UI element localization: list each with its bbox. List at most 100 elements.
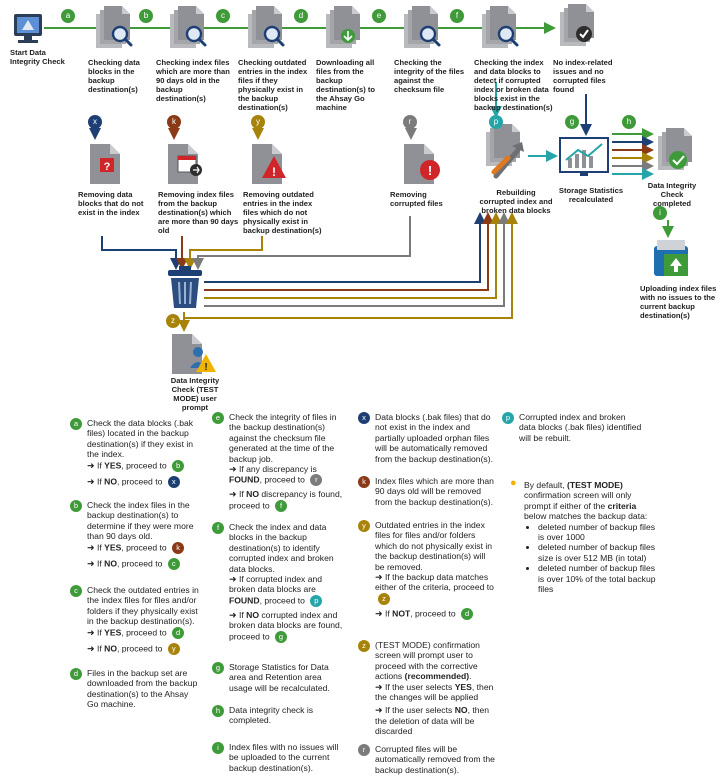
upload-index-icon bbox=[654, 240, 688, 276]
lightbulb-icon: ● bbox=[510, 477, 517, 489]
legend-badge-g: g bbox=[212, 662, 224, 674]
legend-x: x Data blocks (.bak files) that do not e… bbox=[358, 412, 496, 464]
remove-corrupted-files-icon: ! bbox=[404, 144, 440, 184]
legend-a-no: ➜ If NO, proceed to x bbox=[87, 475, 200, 488]
check-data-blocks-icon bbox=[96, 6, 133, 48]
badge-g: g bbox=[565, 115, 579, 129]
prompt-icon: ! bbox=[172, 334, 216, 374]
legend-z: z (TEST MODE) confirmation screen will p… bbox=[358, 640, 496, 737]
note-bullet: deleted number of backup files is over 1… bbox=[538, 522, 660, 543]
legend-g-text: Storage Statistics for Data area and Ret… bbox=[229, 662, 330, 693]
legend-y-yes: ➜ If the backup data matches either of t… bbox=[375, 572, 494, 605]
badge-p: p bbox=[489, 115, 503, 129]
legend-x-text: Data blocks (.bak files) that do not exi… bbox=[375, 412, 493, 464]
legend-y-no: ➜ If NOT, proceed to d bbox=[375, 607, 496, 620]
legend-z-text: (TEST MODE) confirmation screen will pro… bbox=[375, 640, 480, 682]
legend-note-list: deleted number of backup files is over 1… bbox=[510, 522, 660, 595]
legend-b: b Check the index files in the backup de… bbox=[70, 500, 200, 570]
legend-k: k Index files which are more than 90 day… bbox=[358, 476, 496, 507]
legend-a: a Check the data blocks (.bak files) loc… bbox=[70, 418, 200, 488]
legend-f: f Check the index and data blocks in the… bbox=[212, 522, 346, 643]
legend-d-text: Files in the backup set are downloaded f… bbox=[87, 668, 198, 710]
legend-badge-z: z bbox=[358, 640, 370, 652]
legend-e-text: Check the integrity of files in the back… bbox=[229, 412, 337, 464]
legend-badge-r: r bbox=[358, 744, 370, 756]
badge-x: x bbox=[88, 115, 102, 129]
badge-a: a bbox=[61, 9, 75, 23]
legend-f-text: Check the index and data blocks in the b… bbox=[229, 522, 334, 574]
legend-e-no: ➜ If NO discrepancy is found, proceed to… bbox=[229, 489, 343, 512]
step-f-label: Checking the index and data blocks to de… bbox=[474, 58, 553, 112]
remove-k-label: Removing index files from the backup des… bbox=[158, 190, 239, 235]
svg-text:!: ! bbox=[428, 163, 432, 178]
trash-icon bbox=[168, 266, 202, 308]
no-issues-icon bbox=[560, 4, 594, 46]
legend-h-text: Data integrity check is completed. bbox=[229, 705, 314, 726]
legend-d: d Files in the backup set are downloaded… bbox=[70, 668, 200, 710]
legend-c-yes: ➜ If YES, proceed to d bbox=[87, 626, 200, 639]
remove-old-index-icon bbox=[168, 144, 202, 184]
badge-e: e bbox=[372, 9, 386, 23]
upload-label: Uploading index files with no issues to … bbox=[640, 284, 717, 320]
legend-badge-y: y bbox=[358, 520, 370, 532]
legend-b-text: Check the index files in the backup dest… bbox=[87, 500, 194, 542]
legend-y: y Outdated entries in the index files fo… bbox=[358, 520, 496, 620]
legend-r: r Corrupted files will be automatically … bbox=[358, 744, 496, 775]
remove-x-label: Removing data blocks that do not exist i… bbox=[78, 190, 144, 217]
check-corrupted-index-icon bbox=[482, 6, 519, 48]
legend-g: g Storage Statistics for Data area and R… bbox=[212, 662, 346, 693]
legend-c: c Check the outdated entries in the inde… bbox=[70, 585, 200, 655]
legend-badge-h: h bbox=[212, 705, 224, 717]
legend-h: h Data integrity check is completed. bbox=[212, 705, 346, 726]
stats-label: Storage Statistics recalculated bbox=[558, 186, 624, 204]
rebuild-label: Rebuilding corrupted index and broken da… bbox=[479, 188, 553, 215]
download-files-icon bbox=[326, 6, 360, 48]
step-b-label: Checking index files which are more than… bbox=[156, 58, 230, 103]
step-c-label: Checking outdated entries in the index f… bbox=[238, 58, 308, 112]
legend-badge-i: i bbox=[212, 742, 224, 754]
remove-data-blocks-icon: ? bbox=[90, 144, 120, 184]
legend-badge-c: c bbox=[70, 585, 82, 597]
step-e-label: Checking the integrity of the files agai… bbox=[394, 58, 465, 94]
badge-y: y bbox=[251, 115, 265, 129]
legend-c-no: ➜ If NO, proceed to y bbox=[87, 642, 200, 655]
check-complete-icon bbox=[658, 128, 692, 170]
legend-z-no: ➜ If the user selects NO, then the delet… bbox=[375, 705, 490, 737]
legend-e: e Check the integrity of files in the ba… bbox=[212, 412, 346, 512]
note-bullet: deleted number of backup files is over 1… bbox=[538, 563, 660, 594]
badge-d: d bbox=[294, 9, 308, 23]
svg-text:!: ! bbox=[272, 165, 276, 179]
legend-y-text: Outdated entries in the index files for … bbox=[375, 520, 493, 572]
no-issue-label: No index-related issues and no corrupted… bbox=[553, 58, 613, 94]
badge-i: i bbox=[653, 206, 667, 220]
legend-i-text: Index files with no issues will be uploa… bbox=[229, 742, 339, 773]
legend-badge-k: k bbox=[358, 476, 370, 488]
legend-badge-p: p bbox=[502, 412, 514, 424]
badge-b: b bbox=[139, 9, 153, 23]
note-bullet: deleted number of backup files size is o… bbox=[538, 542, 660, 563]
legend-i: i Index files with no issues will be upl… bbox=[212, 742, 346, 773]
legend-badge-x: x bbox=[358, 412, 370, 424]
badge-f: f bbox=[450, 9, 464, 23]
step-d-label: Downloading all files from the backup de… bbox=[316, 58, 376, 112]
legend-f-no: ➜ If NO corrupted index and broken data … bbox=[229, 609, 343, 643]
legend-p-text: Corrupted index and broken data blocks (… bbox=[519, 412, 642, 443]
legend-a-yes: ➜ If YES, proceed to b bbox=[87, 459, 200, 472]
legend-c-text: Check the outdated entries in the index … bbox=[87, 585, 199, 627]
remove-r-label: Removing corrupted files bbox=[390, 190, 443, 208]
badge-h: h bbox=[622, 115, 636, 129]
badge-r: r bbox=[403, 115, 417, 129]
legend-z-yes: ➜ If the user selects YES, then the chan… bbox=[375, 681, 494, 703]
badge-z: z bbox=[166, 314, 180, 328]
check-index-files-icon bbox=[170, 6, 207, 48]
prompt-label: Data Integrity Check (TEST MODE) user pr… bbox=[170, 376, 220, 412]
legend-p: p Corrupted index and broken data blocks… bbox=[502, 412, 642, 443]
storage-stats-icon bbox=[559, 137, 609, 176]
legend-f-yes: ➜ If corrupted index and broken data blo… bbox=[229, 574, 323, 607]
svg-text:!: ! bbox=[204, 362, 207, 373]
legend-badge-e: e bbox=[212, 412, 224, 424]
legend-r-text: Corrupted files will be automatically re… bbox=[375, 744, 495, 775]
rebuild-icon bbox=[486, 124, 524, 179]
legend-a-text: Check the data blocks (.bak files) locat… bbox=[87, 418, 194, 460]
legend-badge-f: f bbox=[212, 522, 224, 534]
